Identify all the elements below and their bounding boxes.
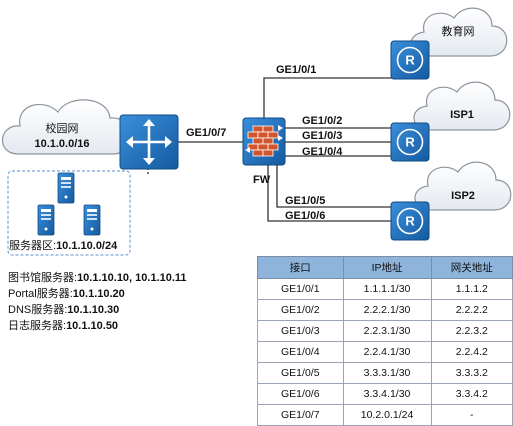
cell-interface: GE1/0/2 [257, 299, 344, 321]
server-icon[interactable] [57, 172, 75, 204]
isp2-label: ISP2 [451, 190, 475, 202]
firewall-label: FW [253, 174, 271, 186]
link-label-isp1-a: GE1/0/2 [302, 115, 342, 127]
cell-interface: GE1/0/5 [257, 362, 344, 384]
campus-label: 校园网 [46, 121, 79, 135]
router-icon[interactable] [390, 40, 430, 80]
cell-gateway: - [430, 404, 513, 426]
core-switch-icon[interactable] [119, 114, 179, 170]
table-row: GE1/0/2 2.2.2.1/30 2.2.2.2 [257, 299, 513, 321]
server-name: Portal服务器: [8, 288, 73, 300]
network-topology-diagram: R 校园网 10.1.0.0/16 [1, 7, 512, 256]
server-name: 图书馆服务器: [8, 272, 78, 284]
server-address: 10.1.10.20 [72, 288, 125, 300]
server-zone-label: 服务器区:10.1.10.0/24 [9, 239, 118, 252]
column-header-ip: IP地址 [342, 256, 432, 279]
server-info-portal: Portal服务器:10.1.10.20 [8, 285, 125, 301]
isp2-cloud [414, 161, 512, 211]
cell-gateway: 3.3.3.2 [430, 362, 513, 384]
link-label-edu: GE1/0/1 [276, 64, 316, 76]
cell-ip: 3.3.4.1/30 [342, 383, 432, 405]
cell-ip: 10.2.0.1/24 [342, 404, 432, 426]
campus-network-cloud: 校园网 10.1.0.0/16 [1, 99, 133, 155]
cell-ip: 2.2.3.1/30 [342, 320, 432, 342]
server-zone-box [7, 170, 131, 256]
table-row: GE1/0/3 2.2.3.1/30 2.2.3.2 [257, 320, 513, 342]
cell-ip: 3.3.3.1/30 [342, 362, 432, 384]
table-row: GE1/0/4 2.2.4.1/30 2.2.4.2 [257, 341, 513, 363]
cell-interface: GE1/0/3 [257, 320, 344, 342]
isp1-label: ISP1 [450, 109, 474, 121]
cell-gateway: 2.2.2.2 [430, 299, 513, 321]
link-label-isp1-b: GE1/0/3 [302, 130, 342, 142]
server-address: 10.1.10.30 [67, 304, 120, 316]
table-row: GE1/0/6 3.3.4.1/30 3.3.4.2 [257, 383, 513, 405]
server-info-library: 图书馆服务器:10.1.10.10, 10.1.10.11 [8, 269, 187, 285]
cell-ip: 2.2.2.1/30 [342, 299, 432, 321]
server-info-log: 日志服务器:10.1.10.50 [8, 317, 118, 333]
column-header-interface: 接口 [257, 256, 344, 279]
campus-subnet: 10.1.0.0/16 [34, 138, 89, 150]
server-name: 日志服务器: [8, 320, 67, 332]
edu-net-label: 教育网 [442, 24, 475, 38]
server-icon[interactable] [83, 204, 101, 236]
cell-interface: GE1/0/7 [257, 404, 344, 426]
server-address: 10.1.10.10, 10.1.10.11 [77, 272, 187, 284]
table-row: GE1/0/1 1.1.1.1/30 1.1.1.2 [257, 278, 513, 300]
table-header-row: 接口 IP地址 网关地址 [257, 256, 513, 279]
column-header-gateway: 网关地址 [430, 256, 513, 279]
router-icon[interactable] [390, 122, 430, 162]
cell-gateway: 1.1.1.2 [430, 278, 513, 300]
isp1-cloud [413, 81, 511, 131]
router-icon[interactable] [390, 201, 430, 241]
firewall-icon[interactable] [242, 117, 286, 166]
server-info-dns: DNS服务器:10.1.10.30 [8, 301, 119, 317]
link-edu [263, 77, 392, 118]
link-label-isp2-a: GE1/0/5 [285, 195, 325, 207]
links [147, 77, 392, 222]
server-name: DNS服务器: [8, 304, 68, 316]
interface-address-table: 接口 IP地址 网关地址 GE1/0/1 1.1.1.1/30 1.1.1.2 … [257, 256, 513, 426]
table-row: GE1/0/5 3.3.3.1/30 3.3.3.2 [257, 362, 513, 384]
cell-gateway: 2.2.3.2 [430, 320, 513, 342]
cell-ip: 1.1.1.1/30 [342, 278, 432, 300]
cell-gateway: 2.2.4.2 [430, 341, 513, 363]
server-icon[interactable] [37, 204, 55, 236]
cell-gateway: 3.3.4.2 [430, 383, 513, 405]
cell-interface: GE1/0/4 [257, 341, 344, 363]
link-label-isp1-c: GE1/0/4 [302, 146, 343, 158]
link-isp2-b [267, 165, 391, 222]
cell-interface: GE1/0/1 [257, 278, 344, 300]
server-address: 10.1.10.50 [66, 320, 119, 332]
link-label-isp2-b: GE1/0/6 [285, 210, 325, 222]
cell-ip: 2.2.4.1/30 [342, 341, 432, 363]
link-isp2-a [276, 165, 391, 208]
table-row: GE1/0/7 10.2.0.1/24 - [257, 404, 513, 426]
link-label-campus-fw: GE1/0/7 [186, 127, 226, 139]
cell-interface: GE1/0/6 [257, 383, 344, 405]
